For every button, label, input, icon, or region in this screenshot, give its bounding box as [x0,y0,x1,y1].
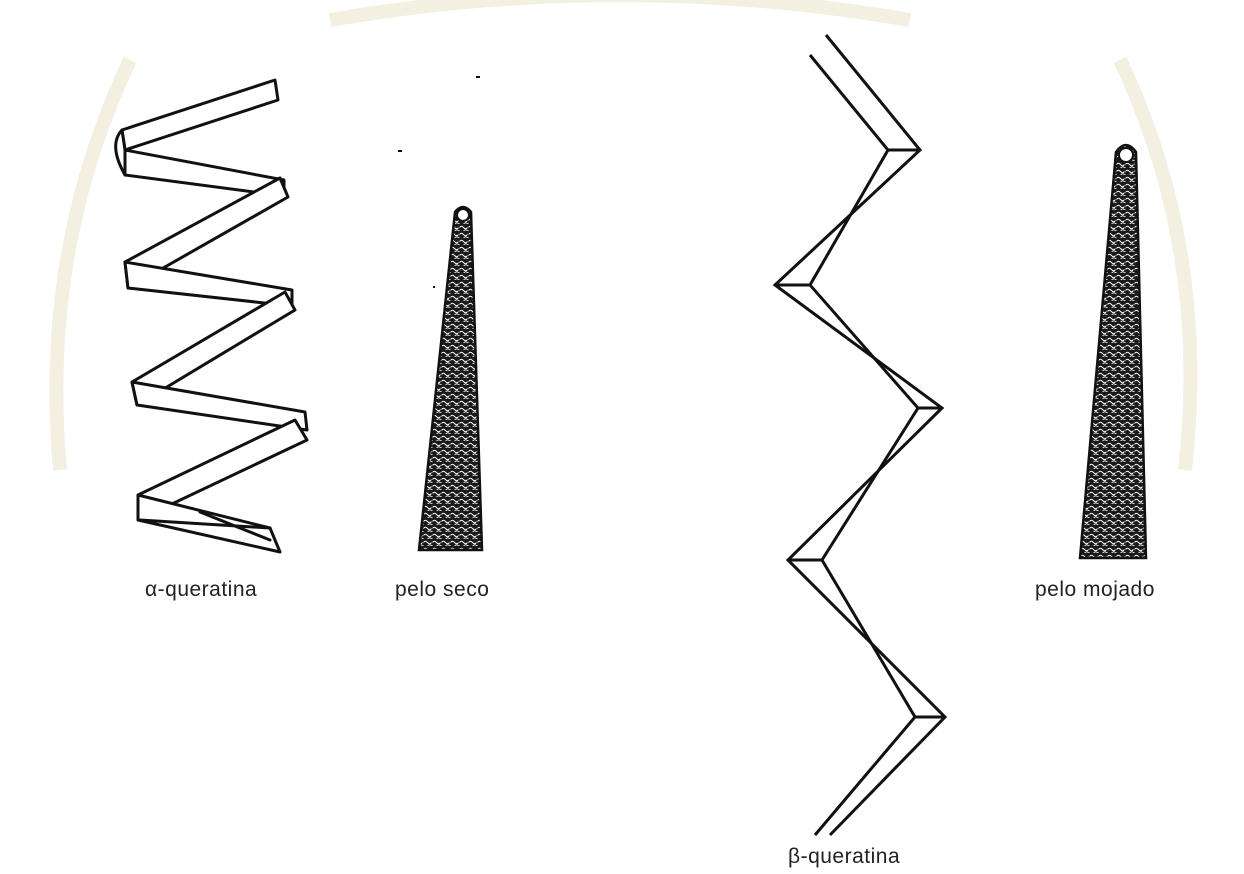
wet-hair-label: pelo mojado [1035,578,1155,602]
alpha-keratin-helix [116,80,307,552]
beta-keratin-zigzag [775,35,945,835]
dry-hair-cone [419,207,482,550]
wet-hair-cone [1080,145,1146,558]
dry-hair-label: pelo seco [395,578,489,602]
alpha-keratin-label: α-queratina [145,578,257,602]
beta-keratin-label: β-queratina [788,845,900,869]
